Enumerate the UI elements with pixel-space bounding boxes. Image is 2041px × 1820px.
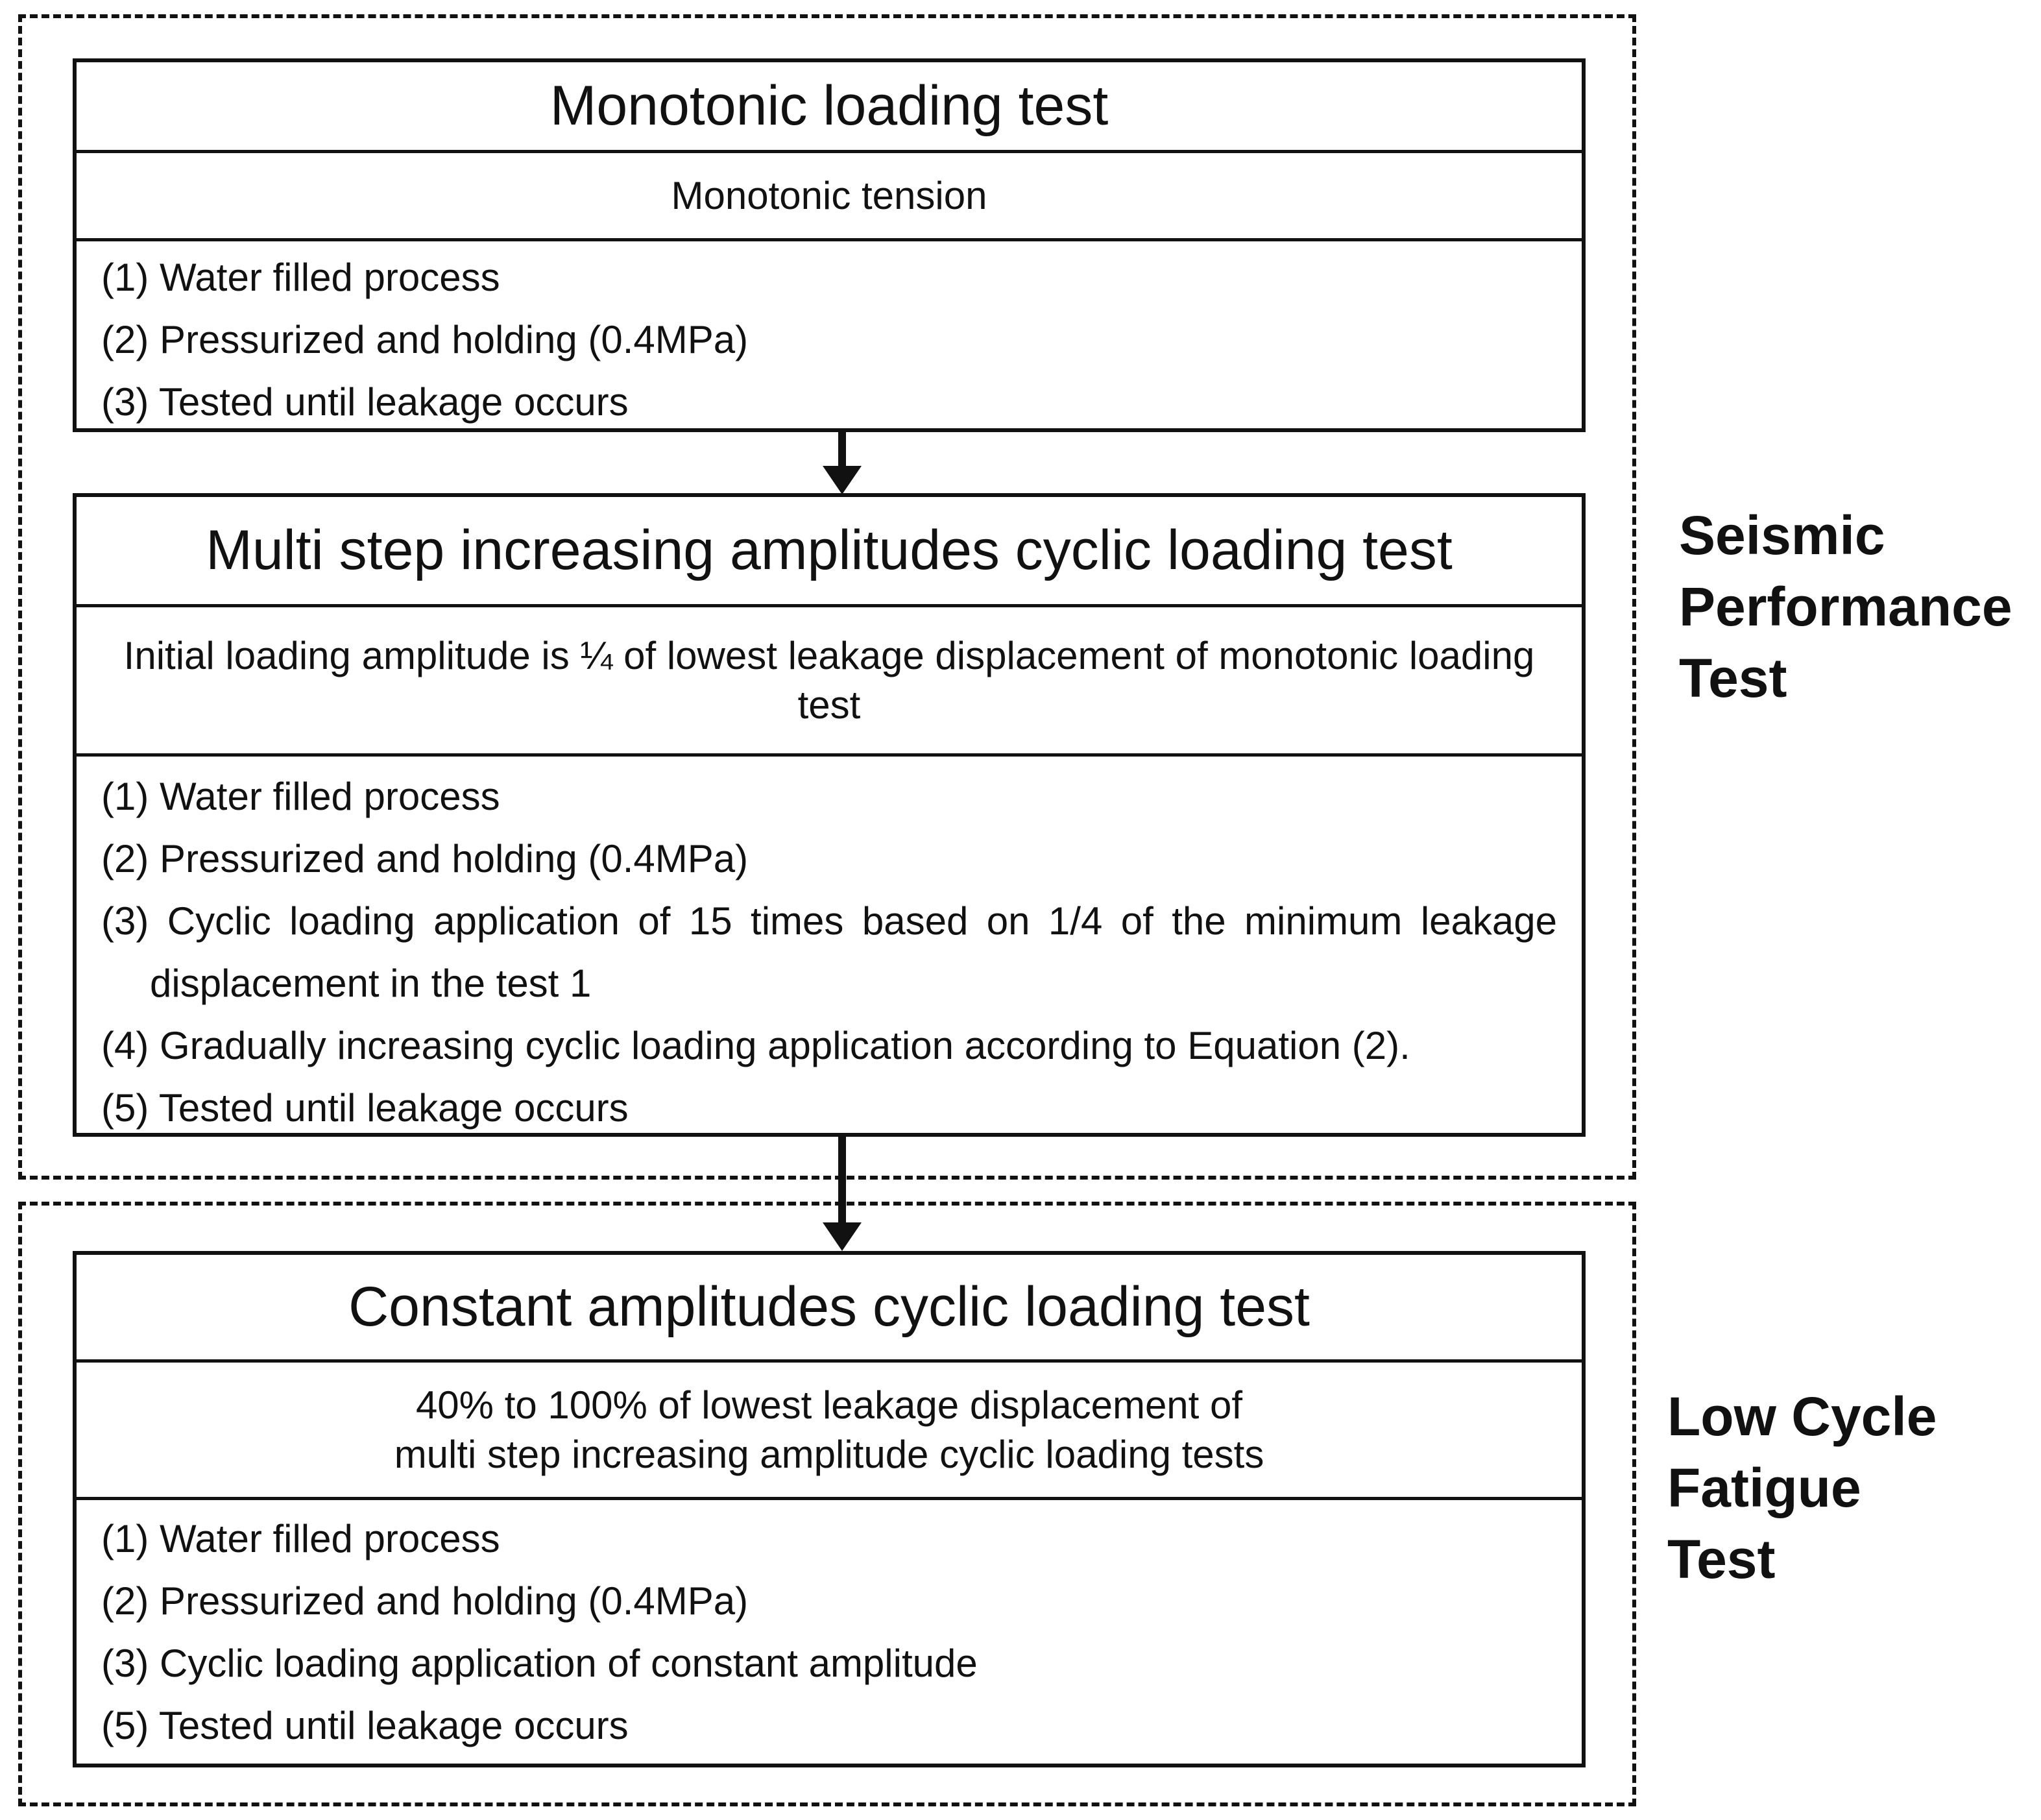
- constant-amplitude-cyclic-loading-test-box: Constant amplitudes cyclic loading test …: [73, 1251, 1586, 1767]
- step-item: (5) Tested until leakage occurs: [101, 1704, 629, 1747]
- box-title: Constant amplitudes cyclic loading test: [77, 1255, 1582, 1363]
- step-item: (2) Pressurized and holding (0.4MPa): [101, 1579, 749, 1623]
- step-item: (1) Water filled process: [101, 256, 500, 299]
- arrow-shaft: [838, 1137, 846, 1228]
- subtitle-line: multi step increasing amplitude cyclic l…: [394, 1432, 1264, 1476]
- step-item: (2) Pressurized and holding (0.4MPa): [101, 318, 749, 361]
- monotonic-loading-test-box: Monotonic loading test Monotonic tension…: [73, 58, 1586, 432]
- subtitle-line: 40% to 100% of lowest leakage displaceme…: [415, 1383, 1243, 1427]
- steps-list: (1) Water filled process (2) Pressurized…: [77, 757, 1582, 1139]
- low-cycle-fatigue-group: [18, 1202, 1636, 1806]
- step-item: (1) Water filled process: [101, 775, 500, 818]
- steps-list: (1) Water filled process (2) Pressurized…: [77, 241, 1582, 433]
- step-item: (2) Pressurized and holding (0.4MPa): [101, 837, 749, 880]
- subtitle-text: 40% to 100% of lowest leakage displaceme…: [394, 1381, 1264, 1479]
- subtitle-text: Monotonic tension: [671, 173, 987, 217]
- flow-arrow: [823, 1137, 862, 1251]
- step-item: (4) Gradually increasing cyclic loading …: [101, 1024, 1410, 1067]
- multi-step-cyclic-loading-test-box: Multi step increasing amplitudes cyclic …: [73, 493, 1586, 1137]
- step-item: (1) Water filled process: [101, 1517, 500, 1560]
- arrow-head-icon: [823, 466, 862, 494]
- box-title: Monotonic loading test: [77, 62, 1582, 153]
- label-line: Performance: [1679, 576, 2012, 637]
- box-title: Multi step increasing amplitudes cyclic …: [77, 497, 1582, 607]
- flow-arrow: [823, 432, 862, 494]
- arrow-head-icon: [823, 1222, 862, 1251]
- arrow-shaft: [838, 432, 846, 471]
- label-line: Fatigue: [1667, 1457, 1861, 1518]
- subtitle-text: Initial loading amplitude is ¼ of lowest…: [123, 633, 1535, 727]
- step-item: (5) Tested until leakage occurs: [101, 1086, 629, 1130]
- label-line: Test: [1679, 648, 1787, 709]
- step-item: (3) Tested until leakage occurs: [101, 380, 629, 424]
- seismic-performance-group: [18, 14, 1636, 1180]
- label-line: Test: [1667, 1529, 1776, 1590]
- low-cycle-fatigue-label: Low Cycle Fatigue Test: [1667, 1381, 1937, 1595]
- box-subtitle: 40% to 100% of lowest leakage displaceme…: [77, 1363, 1582, 1500]
- box-subtitle: Initial loading amplitude is ¼ of lowest…: [77, 607, 1582, 757]
- box-subtitle: Monotonic tension: [77, 153, 1582, 241]
- steps-list: (1) Water filled process (2) Pressurized…: [77, 1500, 1582, 1757]
- step-item: (3) Cyclic loading application of 15 tim…: [101, 899, 1557, 1005]
- seismic-performance-label: Seismic Performance Test: [1679, 500, 2012, 714]
- step-item: (3) Cyclic loading application of consta…: [101, 1642, 978, 1685]
- label-line: Seismic: [1679, 505, 1885, 566]
- label-line: Low Cycle: [1667, 1386, 1937, 1447]
